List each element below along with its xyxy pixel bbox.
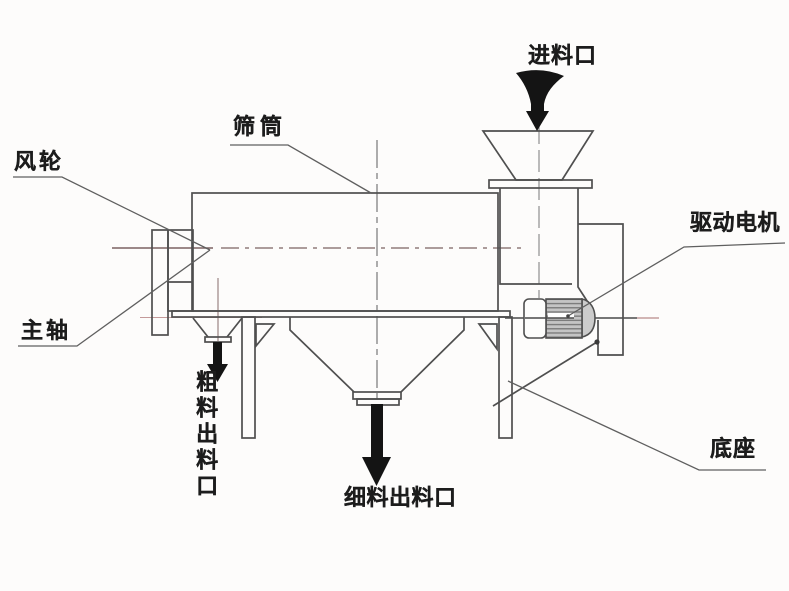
left-end-housing — [151, 229, 194, 336]
fine-outlet-arrow — [362, 404, 391, 486]
motor-end-cap — [581, 298, 596, 338]
motor-shaft-highlight — [548, 313, 574, 318]
main-shaft-leader — [18, 249, 211, 347]
feed-hopper-flange — [488, 179, 593, 189]
drive-motor-shape — [523, 298, 596, 339]
label-coarse-outlet: 粗料出料口 — [193, 370, 219, 500]
sieve-drum-shape — [191, 192, 499, 312]
label-feed-inlet: 进料口 — [528, 43, 598, 68]
label-fine-outlet: 细料出料口 — [344, 485, 457, 510]
label-base: 底座 — [710, 436, 757, 461]
feed-hopper — [481, 130, 595, 189]
feed-hopper-cone — [481, 130, 595, 181]
flow-arrows — [207, 70, 564, 486]
support-brace — [492, 341, 598, 407]
leader-lines — [13, 144, 786, 471]
left-gusset — [255, 323, 276, 349]
brace-pin-dot — [594, 339, 600, 345]
wind-wheel-leader — [13, 176, 211, 251]
drive-motor-leader — [567, 242, 786, 317]
label-drive-motor: 驱动电机 — [690, 210, 781, 235]
machine-body — [151, 130, 624, 439]
label-main-shaft: 主轴 — [21, 318, 72, 343]
sieve-drum-leader — [230, 144, 372, 194]
coarse-funnel-walls — [192, 317, 243, 338]
label-sieve-drum: 筛筒 — [233, 114, 288, 139]
stand-left-leg — [241, 316, 256, 439]
base-plate — [171, 310, 511, 318]
right-gusset — [477, 323, 498, 352]
stand-right-leg — [498, 316, 513, 439]
fine-funnel-walls — [289, 317, 465, 393]
inlet-duct — [499, 188, 592, 308]
drive-motor-leader-dot — [566, 314, 570, 318]
coarse-outlet-arrow — [207, 342, 228, 382]
label-wind-wheel: 风轮 — [14, 149, 65, 174]
fine-outlet-funnel — [289, 317, 465, 406]
centerlines — [112, 94, 659, 404]
feed-flow-arrow — [516, 70, 564, 131]
base-leader — [507, 380, 766, 471]
